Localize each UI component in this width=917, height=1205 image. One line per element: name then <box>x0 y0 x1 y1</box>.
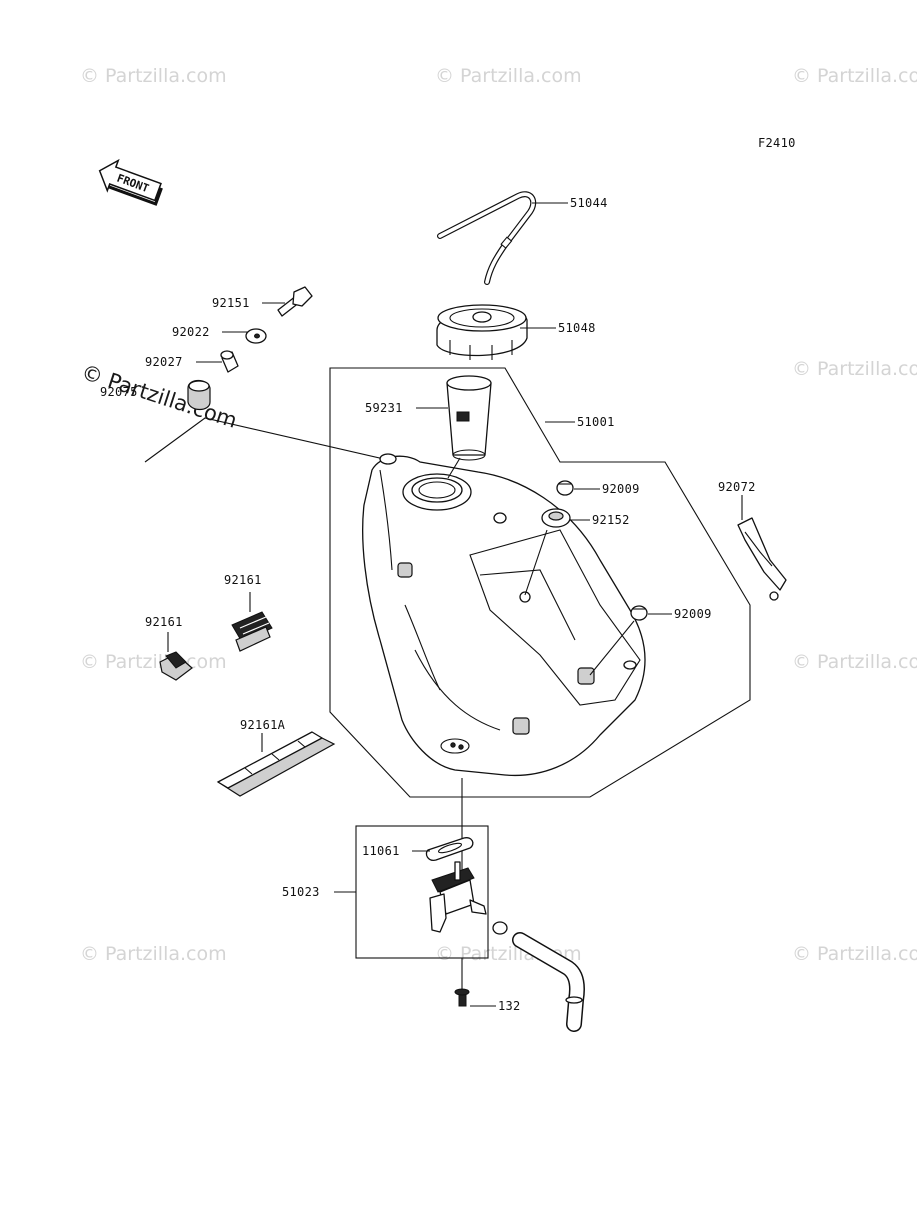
callout-59231[interactable]: 59231 <box>365 401 403 415</box>
leader-line <box>447 457 461 479</box>
callout-92161-upper[interactable]: 92161 <box>224 573 262 587</box>
callout-92161A[interactable]: 92161A <box>240 718 286 732</box>
collar-92027 <box>220 350 239 373</box>
callout-132[interactable]: 132 <box>498 999 521 1013</box>
grommet-92152 <box>541 508 571 528</box>
callout-51023[interactable]: 51023 <box>282 885 320 899</box>
watermark: © Partzilla.com <box>80 651 227 673</box>
watermark: © Partzilla.com <box>80 943 227 965</box>
watermark: © Partzilla.com <box>435 65 582 87</box>
leader-line <box>524 529 548 596</box>
cap-92009-lower <box>630 605 648 621</box>
callout-92027[interactable]: 92027 <box>145 355 183 369</box>
washer-92022 <box>245 328 267 344</box>
callout-11061[interactable]: 11061 <box>362 844 400 858</box>
fuel-filter <box>446 375 492 461</box>
pad-92161-lower <box>159 651 193 681</box>
gasket-11061 <box>425 837 474 861</box>
pad-92161A <box>216 731 336 797</box>
callout-92161-lower[interactable]: 92161 <box>145 615 183 629</box>
callout-92022[interactable]: 92022 <box>172 325 210 339</box>
damper-92075 <box>187 379 211 411</box>
diagram-code: F2410 <box>758 136 796 150</box>
callout-51048[interactable]: 51048 <box>558 321 596 335</box>
callout-92151[interactable]: 92151 <box>212 296 250 310</box>
callout-51001[interactable]: 51001 <box>577 415 615 429</box>
watermark: © Partzilla.com <box>792 358 917 380</box>
tank-assembly-outline <box>329 367 751 798</box>
callout-92075[interactable]: 92075 <box>100 385 138 399</box>
callout-92009-upper[interactable]: 92009 <box>602 482 640 496</box>
watermark: © Partzilla.com <box>792 65 917 87</box>
screw-132 <box>454 988 470 1007</box>
leader-line <box>144 417 411 466</box>
fuel-hose <box>512 932 585 1032</box>
callout-51044[interactable]: 51044 <box>570 196 608 210</box>
callout-92072[interactable]: 92072 <box>718 480 756 494</box>
leader-line <box>589 620 635 676</box>
pad-92161-upper <box>231 611 273 652</box>
callout-92152[interactable]: 92152 <box>592 513 630 527</box>
watermark: © Partzilla.com <box>792 943 917 965</box>
bolt-92151 <box>277 286 313 317</box>
cap-92009-upper <box>556 480 574 496</box>
watermark: © Partzilla.com <box>792 651 917 673</box>
fuel-cock <box>429 861 508 935</box>
fuel-cap <box>436 304 528 360</box>
callout-92009-lower[interactable]: 92009 <box>674 607 712 621</box>
fuel-tank <box>362 453 646 777</box>
breather-hose <box>437 191 537 285</box>
front-arrow-icon: FRONT <box>98 158 163 206</box>
band-92072 <box>737 517 787 601</box>
watermark: © Partzilla.com <box>80 65 227 87</box>
